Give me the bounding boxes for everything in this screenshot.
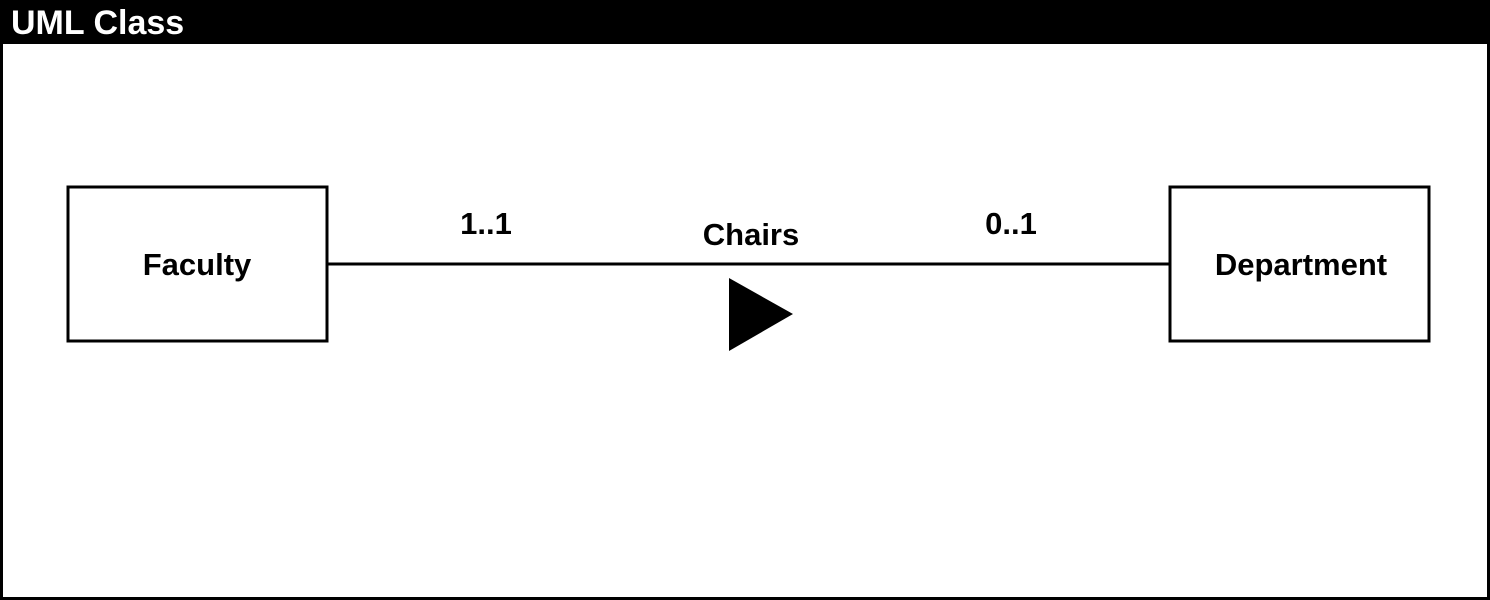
class-faculty-name: Faculty [143, 247, 252, 282]
title-bar: UML Class [3, 3, 1490, 44]
class-faculty[interactable]: Faculty [66, 185, 329, 343]
diagram-title: UML Class [11, 4, 185, 42]
source-multiplicity: 1..1 [460, 206, 512, 241]
class-department-name: Department [1215, 247, 1387, 282]
class-department-box [1168, 185, 1431, 343]
target-multiplicity: 0..1 [985, 206, 1037, 241]
class-department[interactable]: Department [1168, 185, 1431, 343]
triangle-right-icon [729, 278, 793, 351]
association-name: Chairs [703, 217, 799, 252]
